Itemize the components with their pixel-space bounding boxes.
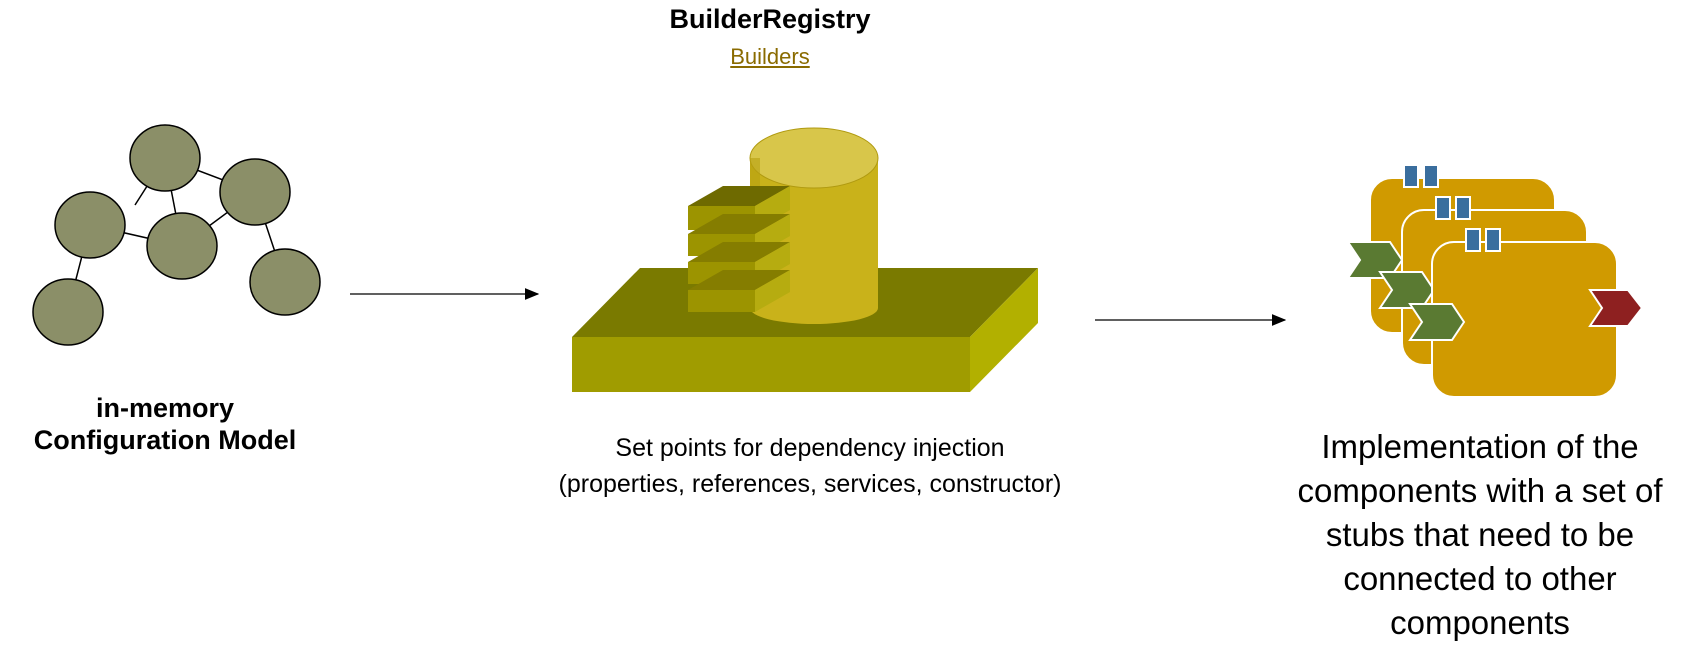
platform-front [572, 337, 970, 392]
model-caption-line2: Configuration Model [33, 425, 297, 455]
stub-icon [1423, 164, 1439, 188]
implementation-caption: Implementation of the components with a … [1297, 428, 1663, 641]
graph-node [129, 124, 201, 192]
stub-icon [1485, 228, 1501, 252]
service-icon [1408, 303, 1466, 341]
builders-link[interactable]: Builders [730, 44, 810, 69]
injection-caption-line1: Set points for dependency injection [615, 434, 1005, 462]
graph-node [249, 248, 321, 316]
model-caption-line1: in-memory [95, 393, 235, 423]
configuration-model-graph [32, 124, 321, 346]
injection-caption-line2: (properties, references, services, const… [558, 470, 1062, 498]
builder-registry-illustration [572, 127, 1038, 392]
stub-icon [1403, 164, 1419, 188]
model-caption: in-memory Configuration Model [0, 392, 330, 456]
registry-title: BuilderRegistry [669, 4, 871, 34]
platform-side [970, 268, 1038, 392]
injection-caption: Set points for dependency injection (pro… [440, 430, 1180, 502]
graph-node [32, 278, 104, 346]
graph-node [146, 212, 218, 280]
reference-icon [1588, 289, 1644, 327]
stub-icon [1465, 228, 1481, 252]
stub-icon [1455, 196, 1471, 220]
components-illustration [1346, 164, 1644, 398]
builder-slab [688, 270, 790, 312]
graph-node [54, 191, 126, 259]
stub-icon [1435, 196, 1451, 220]
graph-node [219, 158, 291, 226]
builder-slabs [688, 186, 790, 312]
component-box [1408, 228, 1644, 398]
